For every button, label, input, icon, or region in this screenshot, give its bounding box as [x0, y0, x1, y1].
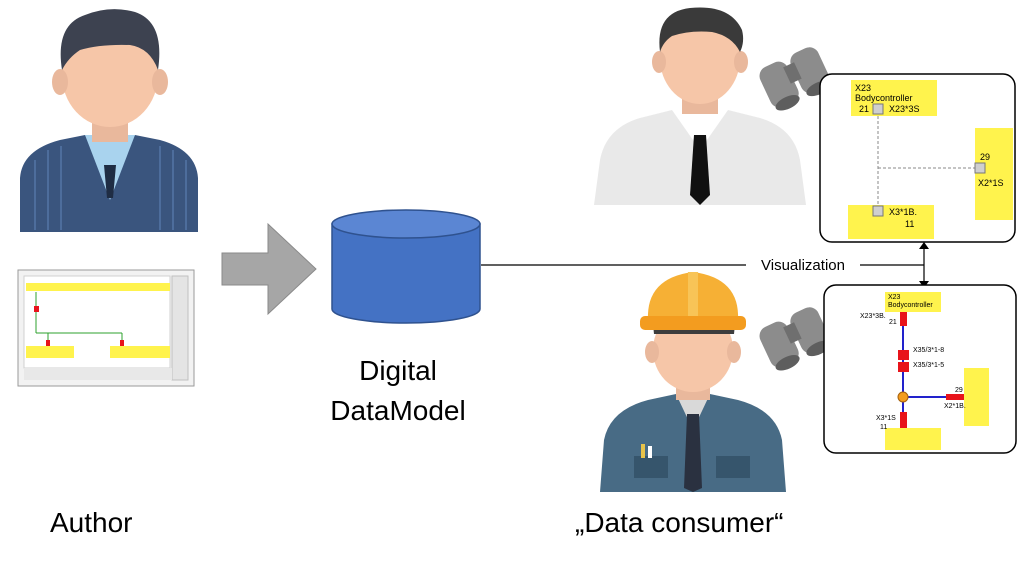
binoculars-icon [759, 47, 831, 111]
top-pin-21-label: X23*3S [889, 104, 920, 114]
top-pin-29: 29 [980, 152, 990, 162]
author-document-thumbnail [17, 269, 195, 387]
bottom-pin-11-label: X3*1S [876, 415, 896, 422]
bottom-connector-name: Bodycontroller [888, 302, 933, 309]
visualization-label: Visualization [761, 257, 845, 274]
bottom-wire-top: X23*3B. [860, 313, 886, 320]
bottom-mid-1: X35/3*1-8 [913, 347, 944, 354]
author-label: Author [50, 507, 133, 538]
bottom-pin-11: 11 [880, 424, 887, 431]
author-figure [20, 9, 198, 232]
visualization-panel-wiring: X23 Bodycontroller 21 X23*3B. X35/3*1-8 … [823, 284, 1017, 454]
binoculars-icon [759, 307, 831, 371]
bottom-pin-21: 21 [889, 319, 897, 326]
bottom-pin-29: 29 [955, 387, 963, 394]
worker-figure [600, 272, 786, 492]
datamodel-label-line1: Digital [359, 355, 437, 386]
top-pin-11: 11 [905, 219, 914, 229]
visualization-panel-schematic: X23 Bodycontroller 21 X23*3S 29 X2*1S X3… [819, 73, 1016, 243]
top-pin-11-label: X3*1B. [889, 207, 917, 217]
bottom-right-wire: X2*1B. [944, 403, 966, 410]
top-pin-21: 21 [859, 104, 869, 114]
bottom-mid-2: X35/3*1-5 [913, 362, 944, 369]
bottom-connector-id: X23 [888, 294, 901, 301]
top-connector-name: Bodycontroller [855, 93, 913, 103]
database-cylinder [331, 209, 481, 324]
flow-arrow [221, 222, 317, 316]
office-worker-figure [594, 7, 806, 205]
datamodel-label-line2: DataModel [330, 395, 465, 426]
top-connector-id: X23 [855, 83, 871, 93]
top-pin-29-label: X2*1S [978, 178, 1004, 188]
consumer-label: „Data consumer“ [575, 507, 784, 538]
